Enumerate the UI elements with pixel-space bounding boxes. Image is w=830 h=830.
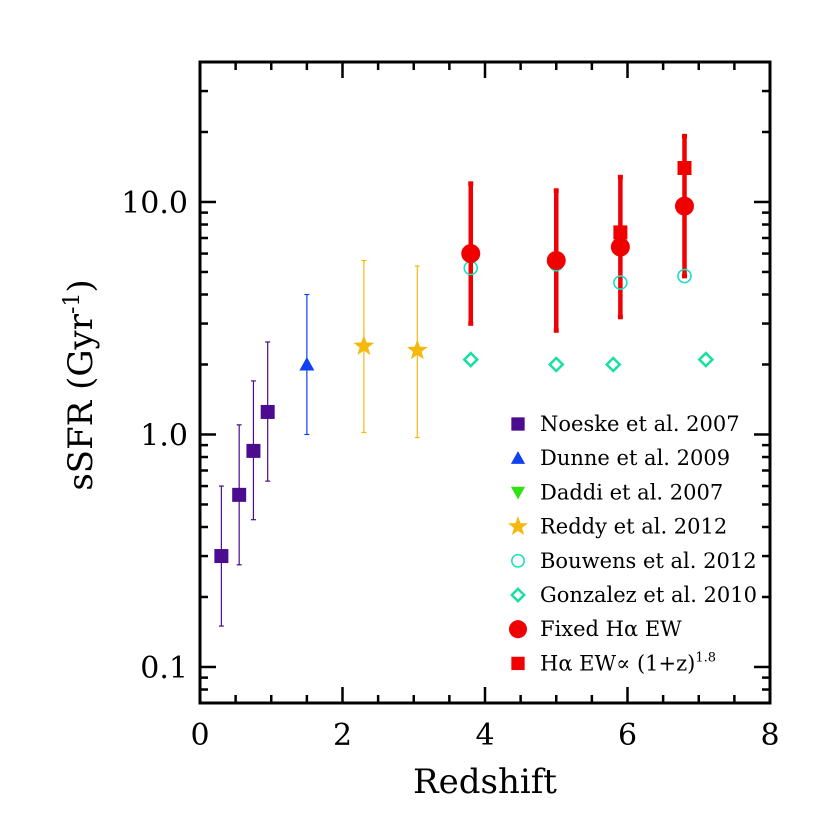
y-axis-label-close: ) <box>61 279 101 292</box>
legend-marker-reddy-et-al-2012 <box>508 516 528 536</box>
legend-marker-dunne-et-al-2009 <box>510 451 526 464</box>
legend-marker-noeske-et-al-2007 <box>511 417 525 431</box>
legend-label: Gonzalez et al. 2010 <box>540 583 757 607</box>
data-point-bouwens-et-al-2012 <box>613 275 628 290</box>
data-point-noeske-et-al-2007 <box>232 487 247 502</box>
data-point-noeske-et-al-2007 <box>214 549 229 564</box>
data-point-fixed-h-ew <box>546 251 566 271</box>
legend-label-exponent: 1.8 <box>695 650 716 665</box>
y-tick-label: 0.1 <box>140 651 188 686</box>
legend-label: Reddy et al. 2012 <box>540 515 727 539</box>
data-point-fixed-h-ew <box>461 244 481 264</box>
plot-axes: 0 2 4 6 8 0.1 1.0 10.0 <box>121 60 780 753</box>
legend-label: Bouwens et al. 2012 <box>540 549 757 573</box>
legend-label: Fixed Hα EW <box>540 617 682 641</box>
data-point-bouwens-et-al-2012 <box>677 268 692 284</box>
x-tick-label: 4 <box>475 718 494 753</box>
y-axis-label-main: sSFR (Gyr <box>61 313 101 490</box>
legend-marker-gonzalez-et-al-2010 <box>510 587 526 603</box>
legend-label: Noeske et al. 2007 <box>540 412 740 436</box>
data-point-gonzalez-et-al-2010 <box>604 356 622 373</box>
data-point-gonzalez-et-al-2010 <box>547 356 565 373</box>
data-point-noeske-et-al-2007 <box>246 443 261 458</box>
legend-marker-h-ew-1-z <box>511 656 525 671</box>
data-point-gonzalez-et-al-2010 <box>697 351 715 368</box>
legend-label: Hα EW∝ (1+z)1.8 <box>540 650 716 675</box>
data-point-h-ew-1-z <box>677 161 692 176</box>
x-tick-label: 2 <box>333 718 352 753</box>
x-axis-label: Redshift <box>413 762 557 802</box>
x-tick-label: 8 <box>760 718 779 753</box>
data-point-gonzalez-et-al-2010 <box>462 351 480 368</box>
data-markers <box>214 161 715 564</box>
y-axis-label-exponent: -1 <box>60 293 85 314</box>
data-point-h-ew-1-z <box>613 225 628 240</box>
data-point-fixed-h-ew <box>610 237 630 257</box>
legend-marker-bouwens-et-al-2012 <box>511 553 525 568</box>
y-tick-label: 1.0 <box>140 418 188 453</box>
data-point-noeske-et-al-2007 <box>260 404 275 419</box>
y-tick-label: 10.0 <box>121 186 188 221</box>
legend-label: Dunne et al. 2009 <box>540 446 730 470</box>
data-point-dunne-et-al-2009 <box>299 356 315 371</box>
legend-marker-daddi-et-al-2007 <box>510 486 526 500</box>
legend-marker-fixed-h-ew <box>508 620 528 639</box>
data-point-reddy-et-al-2012 <box>353 335 375 355</box>
x-tick-label: 6 <box>618 718 637 753</box>
y-axis-label: sSFR (Gyr-1) <box>60 279 101 490</box>
x-tick-label: 0 <box>190 718 209 753</box>
legend-label: Daddi et al. 2007 <box>540 480 723 504</box>
data-point-fixed-h-ew <box>675 196 694 216</box>
data-point-reddy-et-al-2012 <box>406 339 428 360</box>
